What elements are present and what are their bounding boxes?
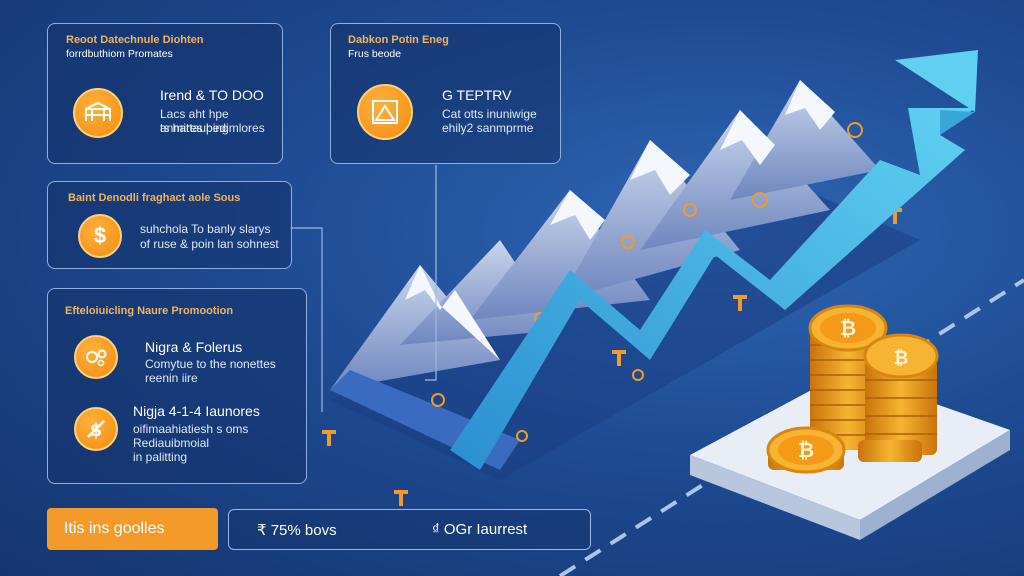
panel-subtitle: forrdbuthiom Promates: [66, 48, 173, 60]
gears-icon: [74, 335, 118, 379]
panel-text-line: of ruse & poin lan sohnest: [140, 237, 279, 251]
svg-text:₿: ₿: [894, 348, 909, 369]
growth-arrow-icon: [450, 50, 978, 470]
panel-heading: Irend & TO DOO: [160, 87, 264, 103]
panel-text-line: Rediauibmoial: [133, 436, 210, 450]
svg-text:₿: ₿: [840, 316, 856, 340]
svg-text:₿: ₿: [798, 438, 814, 462]
panel-text-line: oifimaahiatiesh s oms: [133, 422, 249, 436]
panel-title: Reoot Datechnule Diohten: [66, 34, 204, 46]
stats-bar: ₹ 75% bovs ₫ OGr Iaurrest: [228, 509, 591, 550]
dollar-icon: $: [78, 214, 122, 258]
panel-text-line: suhchola To banly slarys: [140, 222, 271, 236]
dollar-slash-icon: $: [74, 407, 118, 451]
panel-text-line: reenin iire: [145, 371, 198, 385]
panel-text-line: ehily2 sanmprme: [442, 121, 534, 135]
info-panel-promotion: Efteloiuicling Naure Promootion Nigra & …: [47, 288, 307, 484]
info-panel-trend: Reoot Datechnule Diohten forrdbuthiom Pr…: [47, 23, 283, 164]
info-panel-target: Dabkon Potin Eneg Frus beode G TEPTRV Ca…: [330, 23, 561, 164]
panel-text-line: Comytue to the nonettes: [145, 357, 276, 371]
panel-heading: Nigra & Folerus: [145, 339, 243, 355]
panel-title: Efteloiuicling Naure Promootion: [65, 305, 234, 317]
stat-value: ₹ 75% bovs: [257, 522, 337, 539]
panel-subtitle: Frus beode: [348, 48, 402, 60]
frame-icon: [357, 84, 413, 140]
panel-title: Dabkon Potin Eneg: [348, 34, 449, 46]
panel-heading: Nigja 4-1-4 Iaunores: [133, 403, 260, 419]
panel-title: Baint Denodli fraghact aole Sous: [68, 192, 241, 204]
panel-text-line: in palitting: [133, 450, 188, 464]
panel-text-line: Cat otts inuniwige: [442, 107, 537, 121]
panel-text-line: ts hares pedimlores: [160, 121, 265, 135]
coin-stack-icon: ₿ ₿ ₿: [766, 304, 939, 474]
bridge-icon: [73, 88, 123, 138]
info-panel-finance: Baint Denodli fraghact aole Sous $ suhch…: [47, 181, 292, 269]
panel-text-line: Lacs aht hpe anmittaubing: [160, 107, 229, 135]
stat-value: ₫ OGr Iaurrest: [432, 521, 528, 538]
goals-badge[interactable]: Itis ins goolles: [47, 508, 218, 550]
panel-heading: G TEPTRV: [442, 87, 512, 103]
